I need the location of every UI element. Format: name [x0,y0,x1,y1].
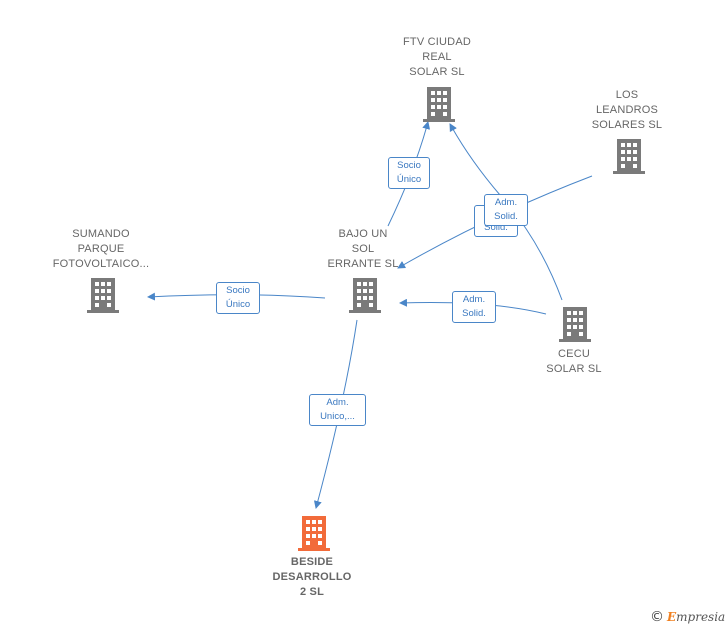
building-icon[interactable] [422,86,456,122]
building-icon[interactable] [86,277,120,313]
brand-initial: E [667,610,677,624]
edge-label-bajo-beside[interactable]: Adm. Unico,... [309,394,366,426]
edge-label-bajo-ftv[interactable]: Socio Único [388,157,430,189]
building-icon-focus[interactable] [297,515,331,551]
brand-logo: ©Empresia [650,609,725,625]
edge-label-cecu-bajo[interactable]: Adm. Solid. [452,291,496,323]
node-label-beside-desarrollo[interactable]: BESIDE DESARROLLO 2 SL [272,556,352,598]
edge-label-cecu-ftv[interactable]: Adm. Solid. [484,194,528,226]
node-label-bajo-un-sol[interactable]: BAJO UN SOL ERRANTE SL [327,228,399,270]
copyright-icon: © [650,609,664,625]
edge-label-bajo-sumando[interactable]: Socio Único [216,282,260,314]
brand-name: mpresia [676,610,726,624]
building-icon[interactable] [348,277,382,313]
building-icon[interactable] [558,306,592,342]
node-label-los-leandros[interactable]: LOS LEANDROS SOLARES SL [591,89,663,131]
node-label-sumando-parque[interactable]: SUMANDO PARQUE FOTOVOLTAICO... [52,228,150,270]
node-label-ftv-ciudad-real[interactable]: FTV CIUDAD REAL SOLAR SL [403,36,471,78]
node-label-cecu-solar[interactable]: CECU SOLAR SL [546,348,602,375]
building-icon[interactable] [612,138,646,174]
